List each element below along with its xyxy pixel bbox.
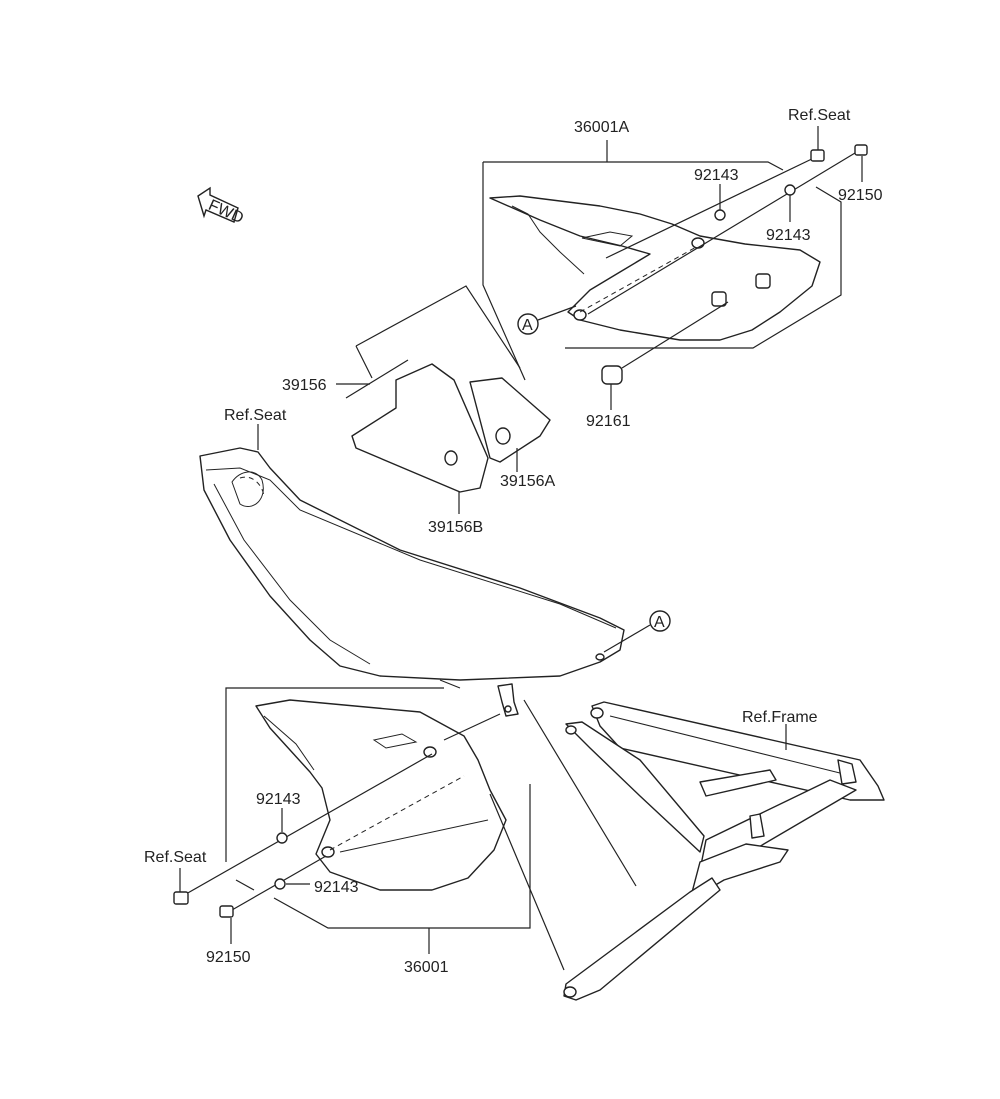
mount-hole <box>423 746 437 758</box>
pads-group <box>336 285 551 514</box>
label-39156: 39156 <box>282 377 327 394</box>
marker-a2-circle <box>649 610 671 632</box>
marker-a2-label: A <box>654 614 665 631</box>
grommet-boss <box>711 291 727 307</box>
label-92143-top-a: 92143 <box>694 167 739 184</box>
pad-strip <box>345 359 409 399</box>
bolt-head-icon <box>810 149 825 162</box>
side-cover-left-group <box>173 687 531 954</box>
leader-line <box>603 624 651 653</box>
bolt-head-icon <box>854 144 868 156</box>
pad-a <box>469 377 551 463</box>
fwd-label: FWD <box>206 197 246 227</box>
seat-body <box>199 447 625 681</box>
marker-a-label: A <box>522 317 533 334</box>
grommet-icon <box>601 365 623 385</box>
seat-bracket-hole <box>504 705 512 713</box>
cover-vent <box>581 231 634 247</box>
washer-icon <box>784 184 796 196</box>
bracket-line <box>482 162 526 381</box>
bracket-line <box>225 687 444 862</box>
bracket-line <box>523 699 637 887</box>
frame-tab <box>749 813 765 839</box>
label-39156b: 39156B <box>428 519 483 536</box>
label-ref-frame: Ref.Frame <box>742 709 818 726</box>
label-ref-seat-low: Ref.Seat <box>144 849 207 866</box>
dash-line <box>329 775 465 851</box>
frame-lower-rail <box>563 877 721 1001</box>
bolt-head-icon <box>219 905 234 918</box>
frame-rail-edge <box>609 715 853 777</box>
label-92143-low-a: 92143 <box>256 791 301 808</box>
frame-front-rail <box>565 721 705 853</box>
dash-line <box>579 245 699 313</box>
pad-hole <box>444 450 458 466</box>
cover-edge <box>511 205 585 275</box>
cover-edge <box>339 819 489 853</box>
bolt-axis <box>605 155 819 259</box>
seat-logo-dash <box>239 476 265 497</box>
seat-mount <box>595 653 605 661</box>
frame-upper-rail <box>591 701 885 801</box>
label-36001: 36001 <box>404 959 449 976</box>
label-36001a: 36001A <box>574 119 629 136</box>
mount-hole <box>573 309 587 321</box>
bracket-line <box>355 285 521 369</box>
pad-b <box>351 363 489 493</box>
frame-mount-hole <box>563 986 577 998</box>
bolt-axis <box>587 149 861 315</box>
cover-vent <box>372 733 418 749</box>
seat-edge <box>213 483 371 665</box>
label-92150-top: 92150 <box>838 187 883 204</box>
label-ref-seat-top: Ref.Seat <box>788 107 851 124</box>
bracket-line <box>483 161 784 171</box>
label-39156a: 39156A <box>500 473 555 490</box>
frame-mount-hole <box>590 707 604 719</box>
leader-line <box>443 713 501 741</box>
pad-hole <box>495 427 511 445</box>
bracket-line <box>565 186 842 349</box>
seat-hook <box>439 679 461 689</box>
bracket-line <box>355 345 373 379</box>
label-92161: 92161 <box>586 413 631 430</box>
frame-crossmember <box>699 769 777 797</box>
subframe <box>489 699 885 1001</box>
cover-edge <box>263 715 315 771</box>
leader-line <box>621 301 729 369</box>
frame-mount-hole <box>565 725 577 735</box>
grommet-boss <box>755 273 771 289</box>
seat-logo-icon <box>231 471 264 507</box>
label-92150-low: 92150 <box>206 949 251 966</box>
leader-line <box>537 305 577 321</box>
label-92143-low-b: 92143 <box>314 879 359 896</box>
marker-a-circle <box>517 313 539 335</box>
fwd-arrow-icon: FWD <box>197 186 246 227</box>
frame-tab <box>837 759 857 785</box>
side-cover-left <box>255 699 507 891</box>
seat-bracket <box>497 683 519 717</box>
side-cover-right <box>489 195 821 341</box>
bolt-axis <box>185 753 433 895</box>
seat-edge <box>205 467 617 629</box>
bolt-head-icon <box>173 891 189 905</box>
mount-hole <box>691 237 705 249</box>
washer-icon <box>276 832 288 844</box>
label-ref-seat-mid: Ref.Seat <box>224 407 287 424</box>
side-cover-right-group: A <box>482 126 868 410</box>
seat: A <box>199 424 671 717</box>
bracket-line <box>489 793 565 971</box>
label-92143-top-b: 92143 <box>766 227 811 244</box>
bracket-line <box>235 879 255 891</box>
washer-icon <box>714 209 726 221</box>
washer-icon <box>274 878 286 890</box>
